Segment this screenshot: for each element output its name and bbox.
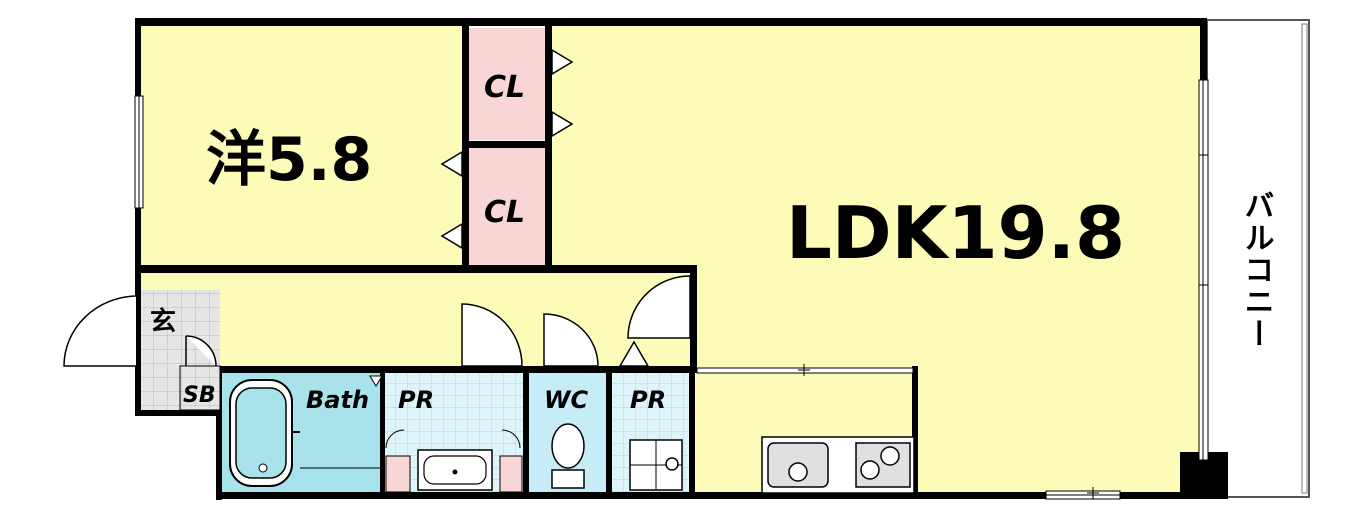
closet-bottom <box>468 148 546 266</box>
western-room <box>140 24 464 269</box>
closet-bottom-label: CL <box>484 195 525 230</box>
toilet-label: WC <box>544 386 588 414</box>
powder-room-right-label: PR <box>630 386 666 414</box>
western-room-label: 洋5.8 <box>206 125 372 195</box>
walls <box>135 18 1228 500</box>
balcony-label: バルコニー <box>1239 190 1274 350</box>
closet-top-label: CL <box>484 70 525 105</box>
hallway <box>140 273 692 369</box>
closet-door-marks <box>440 48 574 250</box>
closet-top <box>468 28 546 140</box>
toilet-fixture <box>551 469 585 489</box>
balcony-area <box>1206 19 1310 498</box>
shoe-box-label: SB <box>183 383 216 408</box>
ldk-door <box>627 275 691 339</box>
wc-door <box>543 313 599 367</box>
entrance-label: 玄 <box>150 306 176 337</box>
bath-label: Bath <box>306 386 369 414</box>
powder-room-left-label: PR <box>398 386 434 414</box>
ldk-room-label: LDK19.8 <box>786 191 1125 275</box>
entrance-door <box>63 295 137 367</box>
powder-door <box>461 303 523 367</box>
shoe-box <box>179 365 221 411</box>
